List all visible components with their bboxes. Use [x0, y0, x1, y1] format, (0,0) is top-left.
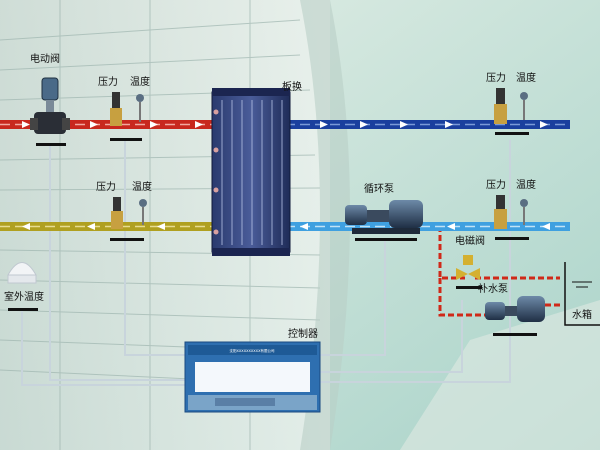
pressure-gauge-icon	[494, 195, 507, 229]
makeup-pump-icon	[485, 296, 545, 322]
pressure-label: 压力	[486, 178, 506, 191]
sensor-base-bar	[110, 238, 144, 241]
outdoor-temperature-sensor-icon	[7, 262, 37, 284]
pressure-label: 压力	[98, 75, 118, 88]
water-tank	[564, 262, 600, 326]
temperature-sensor-icon	[520, 92, 528, 120]
makeup-pump-label: 补水泵	[478, 282, 508, 295]
circulation-pump-icon	[345, 200, 423, 234]
pump-base-bar	[493, 333, 537, 336]
pressure-label: 压力	[486, 71, 506, 84]
pressure-gauge-icon	[494, 88, 507, 124]
controller-panel: 沈阳XXXXXXXXXX有限公司	[184, 341, 321, 413]
secondary-return-pipe	[285, 222, 570, 231]
pressure-label: 压力	[96, 180, 116, 193]
electric-valve-icon	[30, 77, 70, 146]
electric-valve-label: 电动阀	[30, 52, 60, 65]
temperature-sensor-icon	[136, 94, 144, 122]
temperature-label: 温度	[516, 178, 536, 191]
secondary-supply-pipe	[285, 120, 570, 129]
water-tank-label: 水箱	[572, 308, 592, 321]
solenoid-valve-label: 电磁阀	[455, 234, 485, 247]
pressure-gauge-icon	[111, 197, 123, 229]
temperature-sensor-icon	[139, 199, 147, 225]
pump-base-bar	[355, 238, 417, 241]
plate-exchanger-label: 板换	[282, 80, 302, 93]
temperature-sensor-icon	[520, 199, 528, 225]
pressure-gauge-icon	[110, 92, 122, 126]
ground-shape	[400, 300, 600, 450]
controller-header-text: 沈阳XXXXXXXXXX有限公司	[230, 348, 275, 353]
sensor-base-bar	[110, 138, 142, 141]
sensor-base-bar	[495, 237, 529, 240]
temperature-label: 温度	[516, 71, 536, 84]
temperature-label: 温度	[132, 180, 152, 193]
valve-base-bar	[456, 286, 482, 289]
outdoor-temperature-label: 室外温度	[4, 290, 44, 303]
primary-return-pipe	[0, 222, 215, 231]
plate-heat-exchanger	[211, 88, 291, 256]
temperature-label: 温度	[130, 75, 150, 88]
sensor-base-bar	[8, 308, 38, 311]
solenoid-valve-icon	[456, 255, 480, 280]
controller-label: 控制器	[288, 327, 318, 340]
circulation-pump-label: 循环泵	[364, 182, 394, 195]
sensor-base-bar	[495, 132, 529, 135]
